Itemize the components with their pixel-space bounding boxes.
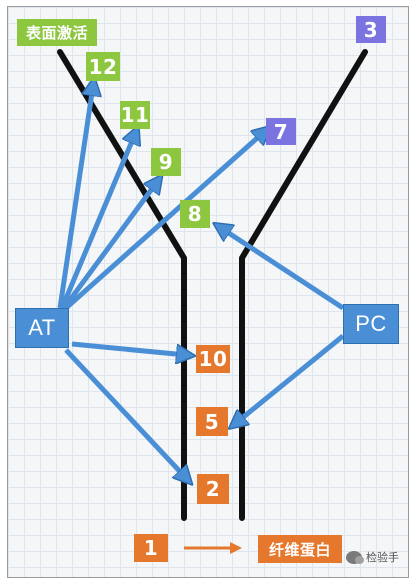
chat-bubble-icon bbox=[346, 550, 364, 564]
arrow-at-to-12 bbox=[57, 86, 93, 309]
arrow-at-to-2 bbox=[64, 348, 186, 478]
surface-activation-box: 表面激活 bbox=[17, 19, 97, 46]
pc-box: PC bbox=[343, 304, 399, 344]
diagram-frame bbox=[7, 6, 409, 578]
arrow-at-to-7 bbox=[64, 132, 264, 310]
arrow-at-to-10 bbox=[71, 341, 186, 355]
factor-10-box: 10 bbox=[196, 345, 230, 373]
right-cascade-line bbox=[239, 49, 368, 521]
factor-3-box: 3 bbox=[356, 16, 386, 43]
watermark-text: 检验手 bbox=[366, 551, 399, 564]
factor-2-box: 2 bbox=[197, 474, 229, 504]
at-box: AT bbox=[15, 308, 69, 348]
arrow-pc-to-8 bbox=[221, 228, 345, 311]
arrow-pc-to-5 bbox=[236, 334, 345, 423]
factor-9-box: 9 bbox=[151, 148, 181, 176]
arrow-at-to-9 bbox=[61, 182, 157, 310]
factor-1-box: 1 bbox=[134, 534, 168, 562]
left-cascade-line bbox=[57, 49, 187, 521]
watermark: 检验手 bbox=[346, 549, 399, 565]
factor-12-box: 12 bbox=[86, 52, 120, 81]
factor-11-box: 11 bbox=[120, 101, 150, 129]
factor-5-box: 5 bbox=[196, 407, 228, 436]
factor-8-box: 8 bbox=[180, 200, 210, 228]
arrow-at-to-11 bbox=[59, 134, 135, 309]
factor-7-box: 7 bbox=[266, 118, 296, 145]
fibrin-box: 纤维蛋白 bbox=[258, 535, 342, 563]
